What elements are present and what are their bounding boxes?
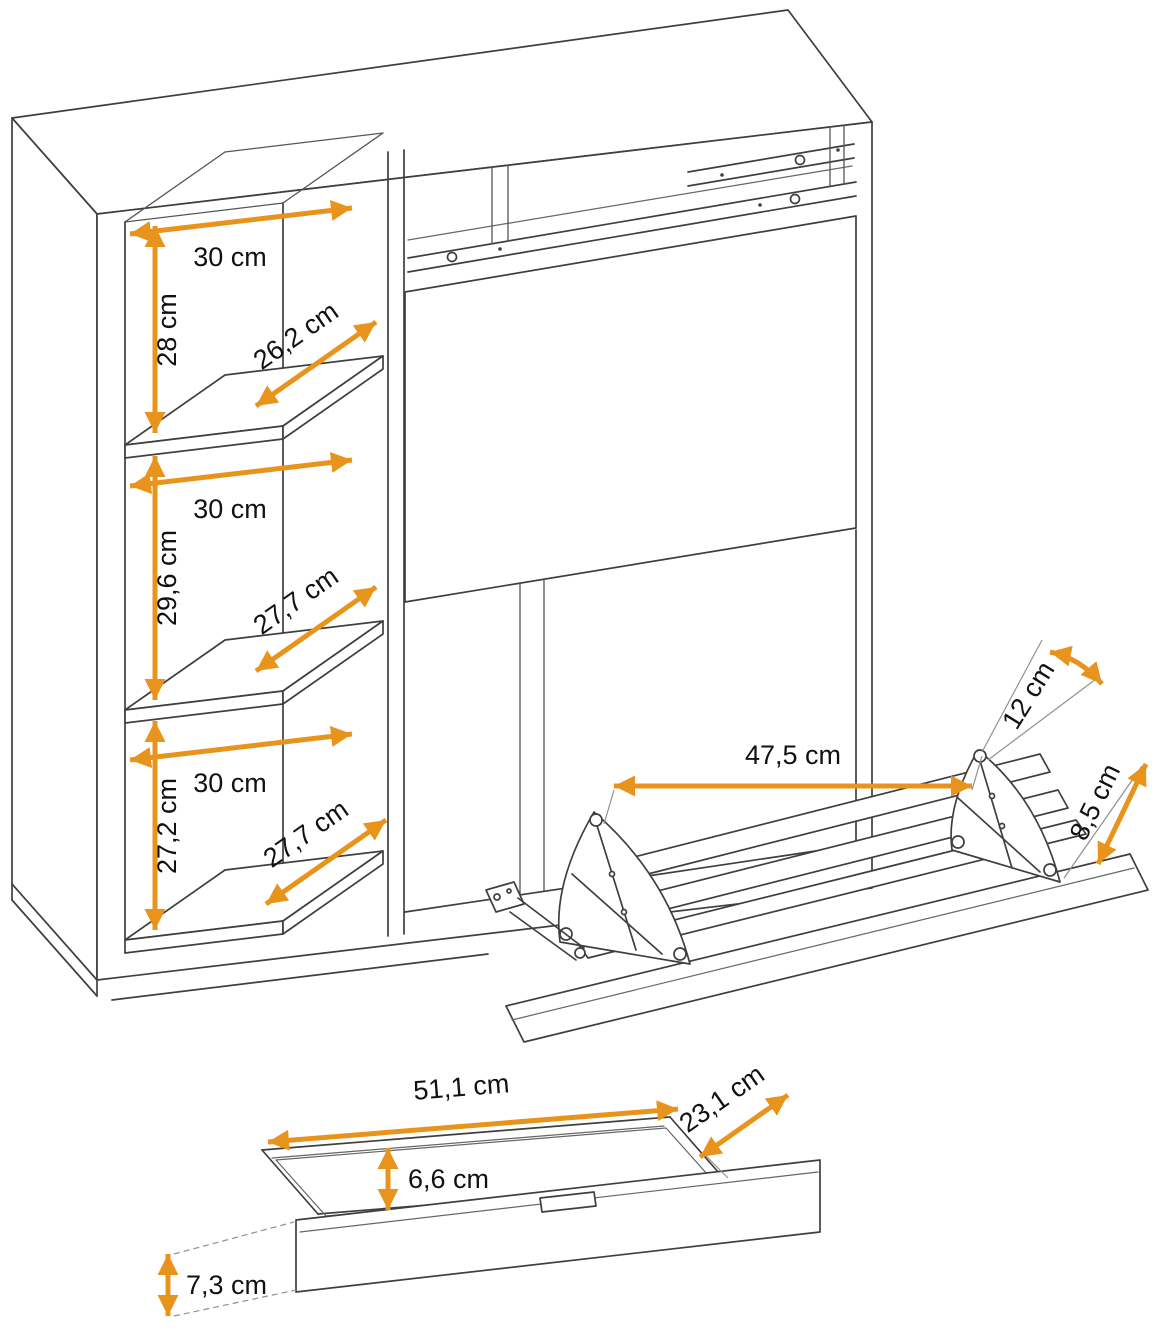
width-ext-right <box>971 755 983 791</box>
drawer-left-wall-top <box>261 1149 319 1215</box>
label-middle-height: 29,6 cm <box>152 530 182 626</box>
plinth <box>11 883 489 1001</box>
drawer-back-inner <box>271 1125 665 1159</box>
dim-arrow-drawer-width <box>267 1100 679 1151</box>
front-height-leader-top <box>173 1221 295 1255</box>
dim-arrow-drawer-depth <box>698 1092 790 1160</box>
dimension-arrows <box>129 200 1149 1316</box>
flip-down-shoe-flap <box>485 749 1149 1043</box>
flap-panel-edge <box>511 867 1135 1021</box>
label-flap-gap: 12 cm <box>996 656 1060 734</box>
label-flap-width: 47,5 cm <box>745 740 841 770</box>
dim-arrow-lower-depth <box>264 817 388 907</box>
leader-lines <box>173 639 1143 1317</box>
upper-flap-panel <box>404 215 857 603</box>
cabinet-left-panel <box>11 117 98 981</box>
dim-arrow-upper-width <box>129 200 353 242</box>
flap-bracket-left <box>557 811 691 965</box>
gap-leader-2 <box>987 675 1101 761</box>
top-opening-back-edge <box>407 165 853 241</box>
label-drawer-depth: 23,1 cm <box>674 1059 770 1139</box>
drawer-right-wall-top <box>669 1116 727 1182</box>
flap-bracket-right <box>950 749 1061 883</box>
label-drawer-width: 51,1 cm <box>412 1068 510 1106</box>
dim-arrow-upper-depth <box>254 319 378 409</box>
front-height-leader-bottom <box>173 1289 297 1317</box>
label-drawer-front-height: 7,3 cm <box>186 1270 267 1300</box>
drawer-drawing <box>261 1116 821 1293</box>
label-upper-width: 30 cm <box>193 242 267 272</box>
cabinet-body <box>11 9 873 1001</box>
drawer-front-panel <box>295 1159 821 1293</box>
dim-arrow-flap-edge <box>1095 762 1149 866</box>
dim-arrow-lower-width <box>129 726 353 768</box>
flap-hinge-arm <box>485 881 586 961</box>
drawer-handle <box>539 1191 597 1213</box>
dim-arrow-middle-depth <box>254 584 378 674</box>
flap-front-panel <box>505 853 1149 1043</box>
label-lower-width: 30 cm <box>193 768 267 798</box>
label-upper-height: 28 cm <box>152 293 182 367</box>
depth-ext <box>705 1155 729 1179</box>
gap-leader-1 <box>981 639 1043 753</box>
label-lower-height: 27,2 cm <box>152 778 182 874</box>
hinge-rail-upper <box>687 143 855 187</box>
dim-arrow-middle-width <box>129 452 353 494</box>
label-middle-width: 30 cm <box>193 494 267 524</box>
width-ext-left <box>603 789 615 825</box>
hinge-rail-lower <box>407 181 857 273</box>
drawer-back-top <box>261 1116 671 1151</box>
label-drawer-inner-height: 6,6 cm <box>408 1164 489 1194</box>
top-opening-seams <box>491 124 845 245</box>
dim-arrow-flap-gap <box>1049 645 1104 686</box>
